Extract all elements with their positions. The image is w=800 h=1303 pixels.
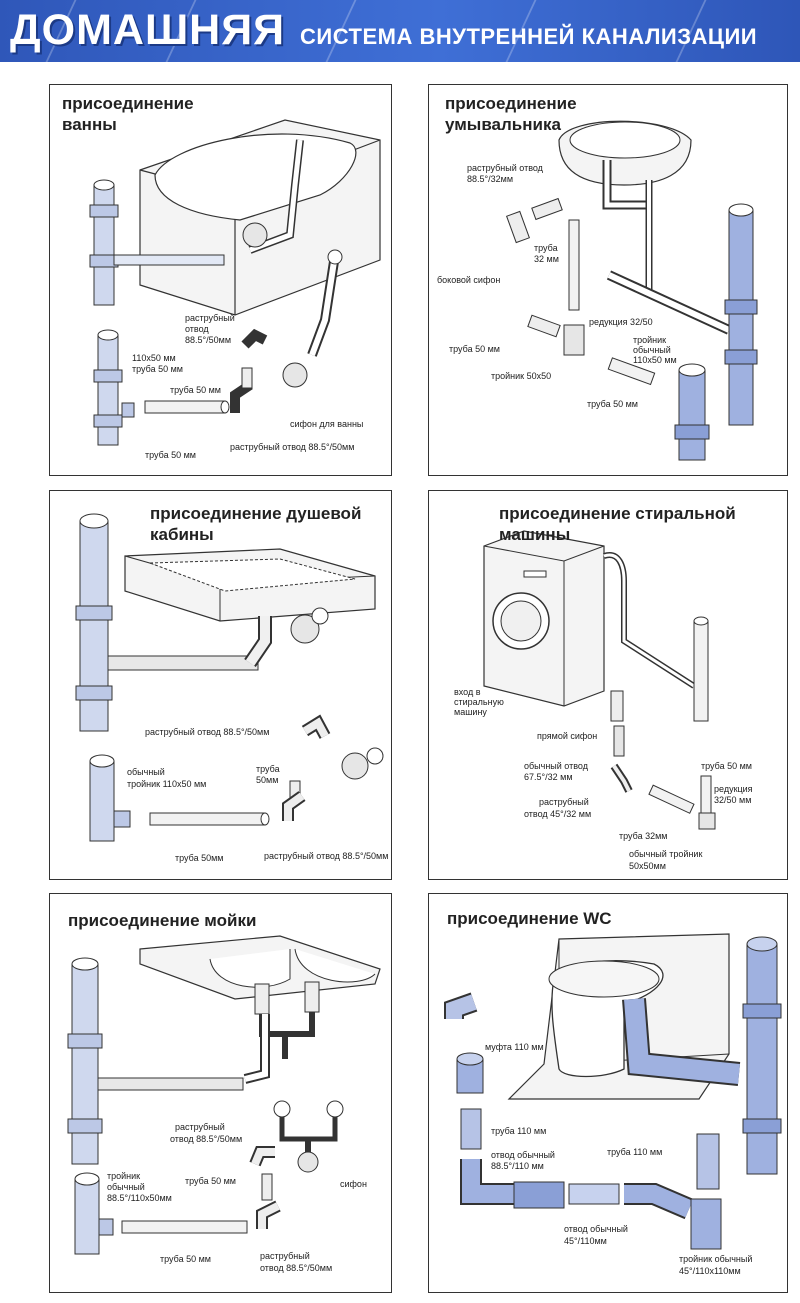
sink-label-elbow-a-2: отвод 88.5°/50мм [170, 1134, 243, 1144]
basin-label-pipe50-b: труба 50 мм [587, 399, 638, 409]
sink-label-tee-3: 88.5°/110х50мм [107, 1193, 172, 1203]
basin-label-elbow-2: 88.5°/32мм [467, 174, 514, 184]
sink-label-pipe-long: труба 50 мм [160, 1254, 211, 1264]
bath-label-elbow-b: раструбный отвод 88.5°/50мм [230, 442, 355, 452]
wc-label-elbow-1: отвод обычный [491, 1150, 555, 1160]
sink-label-elbow-b-1: раструбный [260, 1251, 310, 1261]
wc-label-elbow-2: 88.5°/110 мм [491, 1161, 544, 1171]
basin-label-tee-3: 110х50 мм [633, 355, 677, 365]
bath-label-elbow-a-1: раструбный [185, 313, 235, 323]
panel-basin: присоединение умывальника раструбный отв… [428, 84, 788, 476]
shower-title-line2: кабины [150, 525, 214, 544]
riser-lower [93, 329, 135, 446]
wc-diagram [444, 933, 782, 1250]
wc-label-coupling: муфта 110 мм [485, 1042, 544, 1052]
washer-label-reducer-1: редукция [714, 784, 753, 794]
washer-label-inlet-2: стиральную [454, 697, 504, 707]
washer-label-pipe32: труба 32мм [619, 831, 668, 841]
shower-label-elbow-b: раструбный отвод 88.5°/50мм [264, 851, 389, 861]
bath-title-line1: присоединение [62, 94, 194, 113]
washer-title-line1: присоединение стиральной [499, 504, 736, 523]
basin-diagram [505, 120, 758, 461]
bath-diagram [89, 119, 381, 446]
wc-label-tee-1: тройник обычный [679, 1254, 753, 1264]
sink-label-pipe-short: труба 50 мм [185, 1176, 236, 1186]
washer-label-elbow45-1: раструбный [539, 797, 589, 807]
bath-label-pipe-b: труба 50 мм [170, 385, 221, 395]
sink-label-tee-1: тройник [107, 1171, 141, 1181]
bath-label-elbow-a-2: отвод [185, 324, 209, 334]
basin-label-tee50: тройник 50х50 [491, 371, 552, 381]
washer-label-pipe50: труба 50 мм [701, 761, 752, 771]
sink-title: присоединение мойки [68, 911, 257, 930]
basin-label-pipe50-a: труба 50 мм [449, 344, 500, 354]
washer-label-elbow675-2: 67.5°/32 мм [524, 772, 573, 782]
sink-diagram [67, 935, 381, 1255]
basin-label-reducer: редукция 32/50 [589, 317, 653, 327]
washer-label-inlet-1: вход в [454, 687, 481, 697]
shower-title-line1: присоединение душевой [150, 504, 362, 523]
washer-title-line2: машины [499, 525, 571, 544]
basin-title-line2: умывальника [445, 115, 561, 134]
sink-label-tee-2: обычный [107, 1182, 145, 1192]
basin-label-tee-2: обычный [633, 345, 671, 355]
panel-wc: присоединение WC муфта 110 мм труба 110 … [428, 893, 788, 1293]
washer-label-reducer-2: 32/50 мм [714, 795, 752, 805]
washer-label-tee-1: обычный тройник [629, 849, 703, 859]
basin-label-pipe32-2: 32 мм [534, 254, 559, 264]
basin-label-pipe32-1: труба [534, 243, 558, 253]
washer-label-tee-2: 50х50мм [629, 861, 666, 871]
wc-label-tee-2: 45°/110х110мм [679, 1266, 741, 1276]
wc-label-elbow45-1: отвод обычный [564, 1224, 628, 1234]
shower-label-pipe-long: труба 50мм [175, 853, 224, 863]
bath-title-line2: ванны [62, 115, 117, 134]
bath-label-tee: 110х50 мм [132, 353, 176, 363]
wc-title: присоединение WC [447, 909, 612, 928]
bath-label-siphon: сифон для ванны [290, 419, 364, 429]
wc-label-elbow45-2: 45°/110мм [564, 1236, 607, 1246]
sink-label-elbow-b-2: отвод 88.5°/50мм [260, 1263, 333, 1273]
basin-label-side-siphon: боковой сифон [437, 275, 501, 285]
sink-label-elbow-a-1: раструбный [175, 1122, 225, 1132]
wc-label-pipe110-b: труба 110 мм [607, 1147, 663, 1157]
header-subtitle: СИСТЕМА ВНУТРЕННЕЙ КАНАЛИЗАЦИИ [300, 24, 758, 49]
washer-label-inlet-3: машину [454, 707, 487, 717]
sink-label-siphon: сифон [340, 1179, 367, 1189]
page-header: ДОМАШНЯЯ СИСТЕМА ВНУТРЕННЕЙ КАНАЛИЗАЦИИ [0, 0, 800, 62]
bath-label-pipe-c: труба 50 мм [145, 450, 196, 460]
washer-label-elbow45-2: отвод 45°/32 мм [524, 809, 592, 819]
washer-label-elbow675-1: обычный отвод [524, 761, 588, 771]
shower-label-pipe-1: труба [256, 764, 280, 774]
washer-label-straight-siphon: прямой сифон [537, 731, 598, 741]
shower-label-tee-1: обычный [127, 767, 165, 777]
shower-label-elbow-a: раструбный отвод 88.5°/50мм [145, 727, 270, 737]
washer-diagram [483, 530, 716, 830]
panel-shower: присоединение душевой кабины раструбный … [49, 490, 392, 880]
panel-bath: присоединение ванны раструбный отвод 88.… [49, 84, 392, 476]
shower-label-tee-2: тройник 110х50 мм [127, 779, 207, 789]
bath-label-pipe-a: труба 50 мм [132, 364, 183, 374]
basin-label-tee-1: тройник [633, 335, 667, 345]
panel-sink: присоединение мойки раструбный отвод 88.… [49, 893, 392, 1293]
basin-title-line1: присоединение [445, 94, 577, 113]
bath-label-elbow-a-3: 88.5°/50мм [185, 335, 232, 345]
panel-washer: присоединение стиральной машины вход в с… [428, 490, 788, 880]
header-title: ДОМАШНЯЯ [10, 6, 286, 54]
wc-label-pipe110-a: труба 110 мм [491, 1126, 547, 1136]
riser-pipe [89, 179, 225, 306]
shower-diagram [75, 513, 384, 842]
shower-label-pipe-2: 50мм [256, 775, 279, 785]
basin-label-elbow-1: раструбный отвод [467, 163, 543, 173]
